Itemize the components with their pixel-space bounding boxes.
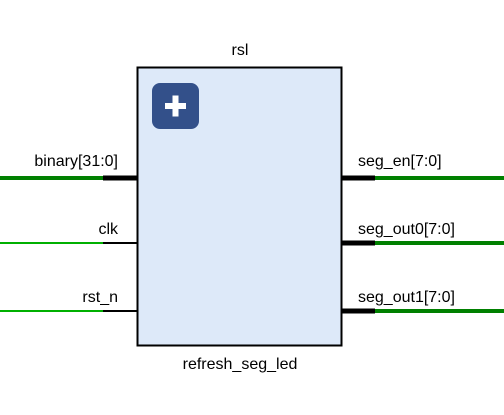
module-name: refresh_seg_led [183,356,298,373]
port-label-binary: binary[31:0] [34,153,118,170]
port-label-seg-en: seg_en[7:0] [358,153,442,170]
port-label-seg-out0: seg_out0[7:0] [358,221,455,238]
port-label-clk: clk [98,221,119,238]
expand-button[interactable] [152,83,199,129]
plus-icon [165,95,186,117]
port-label-rst-n: rst_n [82,289,118,306]
port-label-seg-out1: seg_out1[7:0] [358,289,455,306]
instance-name: rsl [232,42,249,59]
